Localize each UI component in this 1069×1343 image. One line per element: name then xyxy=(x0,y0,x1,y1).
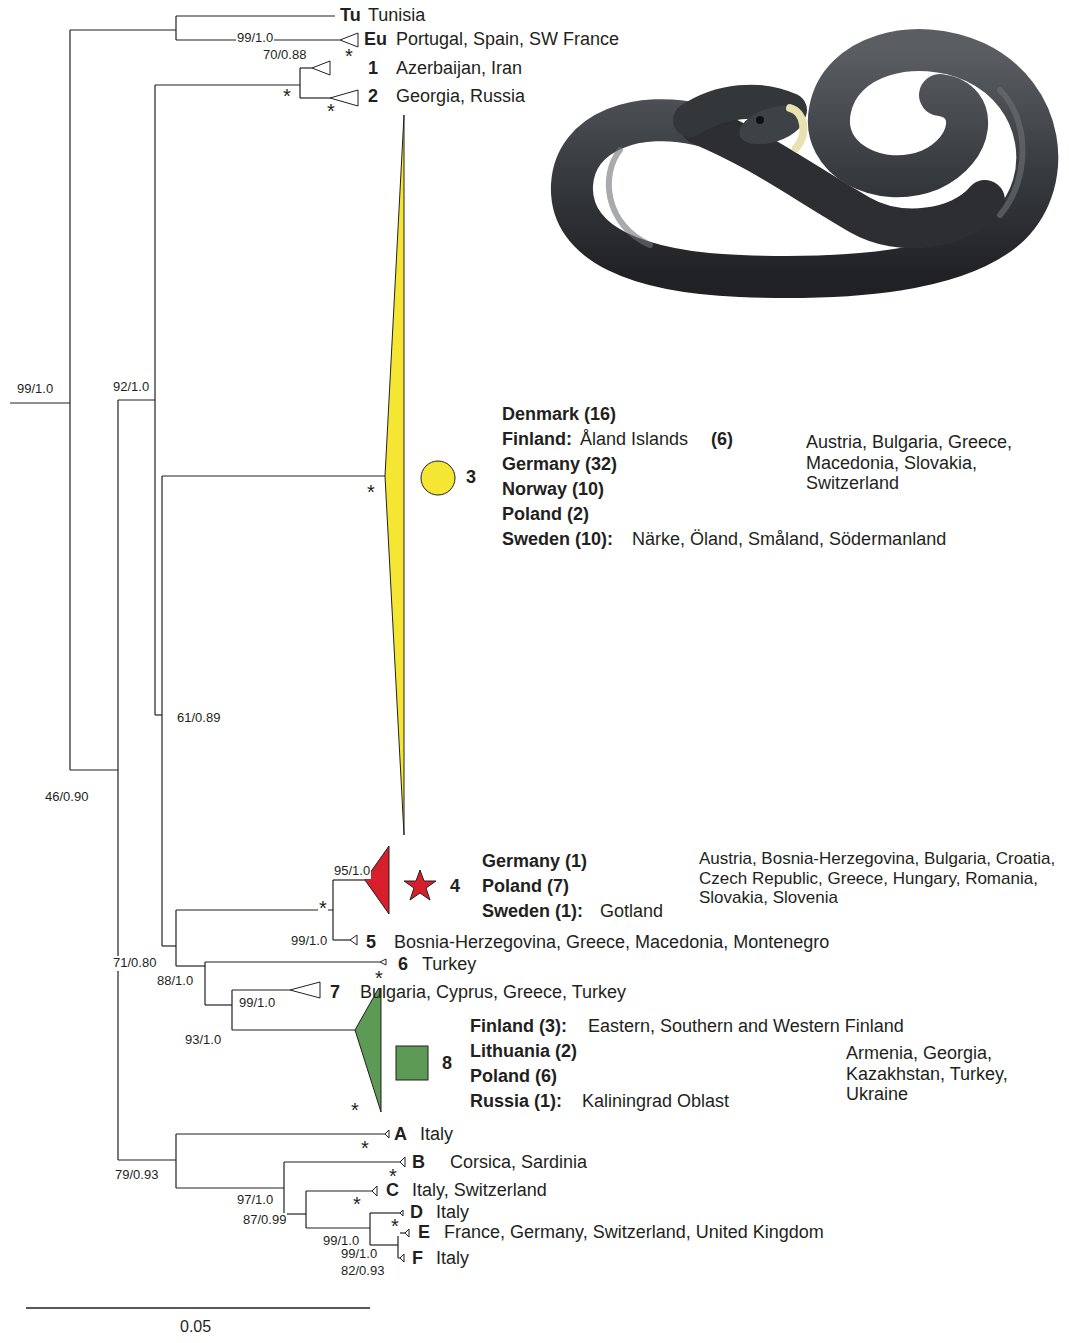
clade-number: 8 xyxy=(442,1053,452,1074)
sample-country: Denmark (16) xyxy=(502,404,616,425)
sample-country: Finland: xyxy=(502,429,572,450)
support-value: 79/0.93 xyxy=(114,1168,159,1183)
sample-country: Germany (32) xyxy=(502,454,617,475)
sample-country: Sweden (1): xyxy=(482,901,583,922)
support-value: 95/1.0 xyxy=(333,864,371,879)
sample-region: Eastern, Southern and Western Finland xyxy=(588,1016,904,1037)
support-value: 97/1.0 xyxy=(236,1193,274,1208)
taxon-code: Tu xyxy=(340,5,361,26)
support-asterisk: * xyxy=(360,1138,370,1158)
sample-region: Närke, Öland, Småland, Södermanland xyxy=(632,529,946,550)
clade-letter: C xyxy=(386,1180,399,1201)
taxon-location: Bulgaria, Cyprus, Greece, Turkey xyxy=(360,982,626,1003)
clade-number: 6 xyxy=(398,954,408,975)
support-value: 99/1.0 xyxy=(16,382,54,397)
support-value: 71/0.80 xyxy=(112,956,157,971)
support-value: 99/1.0 xyxy=(340,1247,378,1262)
clade-letter: D xyxy=(410,1202,423,1223)
support-asterisk: * xyxy=(318,898,328,918)
support-value: 93/1.0 xyxy=(184,1033,222,1048)
clade-number: 4 xyxy=(450,876,460,897)
clade-number: 2 xyxy=(368,86,378,107)
support-value: 70/0.88 xyxy=(262,48,307,63)
taxon-location: Georgia, Russia xyxy=(396,86,525,107)
support-value: 87/0.99 xyxy=(242,1213,287,1228)
sample-country: Germany (1) xyxy=(482,851,587,872)
support-value: 88/1.0 xyxy=(156,974,194,989)
clade-letter: E xyxy=(418,1222,430,1243)
other-countries: Austria, Bulgaria, Greece, Macedonia, Sl… xyxy=(806,432,1021,494)
taxon-location: Italy, Switzerland xyxy=(412,1180,547,1201)
support-value: 46/0.90 xyxy=(44,790,89,805)
sample-country: Lithuania (2) xyxy=(470,1041,577,1062)
support-value: 99/1.0 xyxy=(238,996,276,1011)
snake-illustration xyxy=(572,50,1037,277)
taxon-location: Italy xyxy=(420,1124,453,1145)
taxon-location: Bosnia-Herzegovina, Greece, Macedonia, M… xyxy=(394,932,829,953)
support-asterisk: * xyxy=(390,1216,400,1236)
sample-country: Poland (2) xyxy=(502,504,589,525)
sample-region: Gotland xyxy=(600,901,663,922)
sample-region: Kaliningrad Oblast xyxy=(582,1091,729,1112)
other-countries: Austria, Bosnia-Herzegovina, Bulgaria, C… xyxy=(699,849,1065,908)
support-asterisk: * xyxy=(282,86,292,106)
support-asterisk: * xyxy=(350,1100,360,1120)
taxon-code: Eu xyxy=(364,29,387,50)
support-value: 61/0.89 xyxy=(176,711,221,726)
sample-country: Russia (1): xyxy=(470,1091,562,1112)
taxon-location: Tunisia xyxy=(368,5,425,26)
support-asterisk: * xyxy=(366,482,376,502)
support-asterisk: * xyxy=(344,46,354,66)
scale-label: 0.05 xyxy=(180,1318,211,1336)
support-asterisk: * xyxy=(352,1194,362,1214)
taxon-location: Italy xyxy=(436,1202,469,1223)
support-value: 99/1.0 xyxy=(236,31,274,46)
support-value: 92/1.0 xyxy=(112,380,150,395)
tree-branches xyxy=(10,16,405,1308)
other-countries: Armenia, Georgia, Kazakhstan, Turkey, Uk… xyxy=(846,1043,1051,1105)
sample-count: (6) xyxy=(711,429,733,450)
collapsed-clades xyxy=(290,33,409,1262)
taxon-location: France, Germany, Switzerland, United Kin… xyxy=(444,1222,824,1243)
sample-country: Sweden (10): xyxy=(502,529,613,550)
clade-letter: F xyxy=(412,1248,423,1269)
clade-number: 5 xyxy=(366,932,376,953)
sample-country: Finland (3): xyxy=(470,1016,567,1037)
taxon-location: Corsica, Sardinia xyxy=(450,1152,587,1173)
clade-letter: B xyxy=(412,1152,425,1173)
clade-number: 7 xyxy=(330,982,340,1003)
support-value: 82/0.93 xyxy=(340,1264,385,1279)
clade-letter: A xyxy=(394,1124,407,1145)
support-value: 99/1.0 xyxy=(290,934,328,949)
sample-region: Åland Islands xyxy=(580,429,688,450)
sample-country: Poland (7) xyxy=(482,876,569,897)
taxon-location: Portugal, Spain, SW France xyxy=(396,29,619,50)
clade-number: 3 xyxy=(466,467,476,488)
taxon-location: Azerbaijan, Iran xyxy=(396,58,522,79)
support-asterisk: * xyxy=(326,101,336,121)
sample-country: Poland (6) xyxy=(470,1066,557,1087)
clade-number: 1 xyxy=(368,58,378,79)
sample-country: Norway (10) xyxy=(502,479,604,500)
taxon-location: Turkey xyxy=(422,954,476,975)
taxon-location: Italy xyxy=(436,1248,469,1269)
